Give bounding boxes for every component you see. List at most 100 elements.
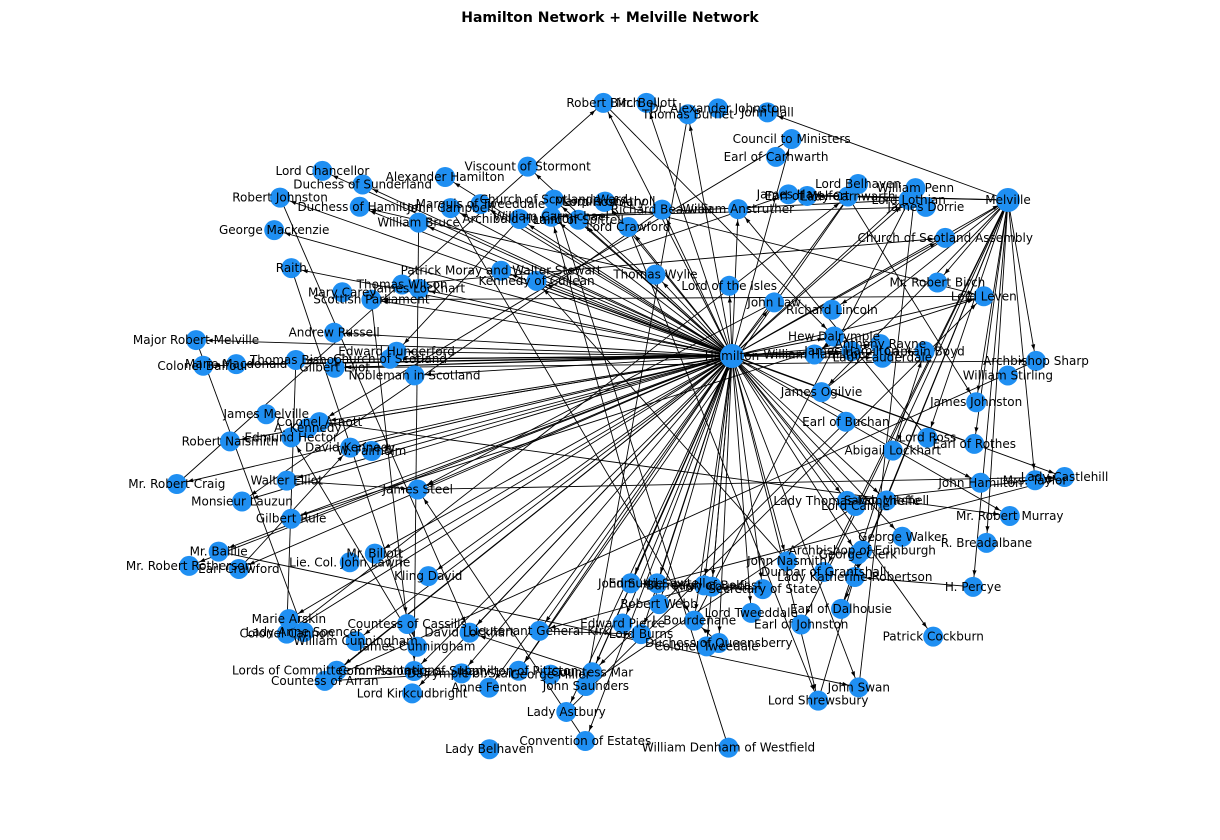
- edge: [450, 207, 695, 621]
- edge: [188, 355, 733, 567]
- edge-arrowhead: [421, 657, 428, 664]
- edge-arrowhead: [460, 213, 467, 218]
- graph-node: [340, 437, 361, 458]
- edge: [687, 114, 733, 357]
- graph-node: [752, 579, 773, 600]
- graph-node: [407, 636, 428, 657]
- edge: [359, 206, 656, 276]
- node-label: George Walker: [858, 530, 946, 544]
- graph-node: [996, 188, 1020, 212]
- node-label: Viscount of Stormont: [465, 160, 592, 174]
- edge-arrowhead: [372, 189, 379, 194]
- edge-arrowhead: [820, 323, 827, 329]
- node-label: Robert Johnston: [232, 191, 328, 205]
- node-label: Mr. Robert Rotherson: [126, 559, 252, 573]
- node-label: Dr. Alexander Johnston: [649, 101, 786, 115]
- node-label: Commissioners of Supply: [338, 664, 490, 678]
- edge-arrowhead: [842, 681, 849, 686]
- graph-node: [898, 189, 919, 210]
- edge-arrowhead: [967, 290, 974, 295]
- edge: [370, 299, 408, 624]
- edge-arrowhead: [817, 337, 824, 342]
- node-label: William Carmichael: [493, 210, 609, 224]
- node-label: Earl of Buchan: [802, 415, 889, 429]
- graph-node: [764, 292, 785, 313]
- edge-arrowhead: [865, 355, 872, 360]
- node-label: George Clerk: [819, 547, 898, 561]
- node-label: Robert Naismith: [182, 434, 279, 448]
- node-label: Lord of the Isles: [681, 279, 777, 293]
- edge-arrowhead: [480, 635, 487, 640]
- edge-arrowhead: [828, 556, 834, 563]
- node-label: Lord Tweeddale: [705, 606, 798, 620]
- edge-arrowhead: [717, 626, 722, 633]
- edge-arrowhead: [1048, 469, 1055, 474]
- edge: [731, 355, 859, 555]
- edge: [1007, 199, 1037, 362]
- graph-node: [270, 187, 291, 208]
- edge-arrowhead: [841, 299, 848, 304]
- graph-node: [276, 470, 297, 491]
- node-label: Colonel Balfour: [157, 359, 249, 373]
- edge: [578, 219, 733, 357]
- edge-arrowhead: [404, 338, 410, 344]
- node-label: Lord Belhaven: [815, 177, 901, 191]
- edge-arrowhead: [758, 572, 763, 579]
- edge: [986, 199, 1009, 543]
- node-label: Lord Lothian: [872, 193, 946, 207]
- graph-node: [208, 541, 229, 562]
- node-label: Gilbert Eliot: [299, 361, 370, 375]
- edge: [396, 218, 520, 353]
- graph-node: [332, 282, 353, 303]
- edge: [731, 355, 981, 484]
- graph-node: [281, 508, 302, 529]
- edge-arrowhead: [384, 543, 391, 549]
- graph-node: [278, 609, 299, 630]
- graph-node: [339, 552, 360, 573]
- edge: [286, 355, 733, 635]
- edge-arrowhead: [889, 523, 895, 529]
- edge: [731, 355, 788, 562]
- node-label: William Cunningham: [294, 634, 418, 648]
- edge-arrowhead: [974, 427, 979, 434]
- edge-arrowhead: [972, 570, 977, 576]
- edge-arrowhead: [993, 511, 999, 516]
- edge-arrowhead: [894, 207, 901, 213]
- node-label: Lady Carnwarth: [800, 189, 895, 203]
- node-label: James Dorrie: [886, 200, 964, 214]
- graph-node: [872, 347, 893, 368]
- node-label: Lady Astbury: [527, 705, 606, 719]
- graph-node: [970, 472, 991, 493]
- edge-arrowhead: [345, 365, 352, 370]
- edge-arrowhead: [429, 290, 436, 295]
- node-label: Council to Ministers: [733, 132, 851, 146]
- graph-node: [791, 614, 812, 635]
- graph-node: [232, 491, 253, 512]
- node-label: Melville: [985, 193, 1031, 207]
- graph-node: [728, 199, 749, 220]
- graph-node: [228, 558, 249, 579]
- node-label: Marquis of Atholl: [555, 195, 656, 209]
- node-label: Captain Boyd: [884, 344, 964, 358]
- node-label: Duchess of Queensberry: [645, 636, 793, 650]
- node-label: Burrough of Belfast: [646, 578, 762, 592]
- edge: [218, 355, 733, 553]
- graph-node: [824, 326, 845, 347]
- graph-node: [966, 392, 987, 413]
- edge-arrowhead: [382, 300, 389, 305]
- graph-node: [1025, 350, 1046, 371]
- edge: [661, 209, 733, 357]
- edge: [658, 355, 733, 605]
- node-label: Lady Thomas Moncrieffe: [773, 494, 920, 508]
- edge-arrowhead: [546, 284, 553, 289]
- edge-arrowhead: [345, 331, 351, 336]
- graph-node: [179, 555, 200, 576]
- edge-arrowhead: [284, 232, 291, 237]
- edge: [319, 138, 792, 423]
- edge-arrowhead: [559, 223, 566, 229]
- edge: [538, 355, 733, 632]
- graph-node: [892, 526, 913, 547]
- graph-node: [997, 365, 1018, 386]
- node-label: William Stirling: [963, 368, 1053, 382]
